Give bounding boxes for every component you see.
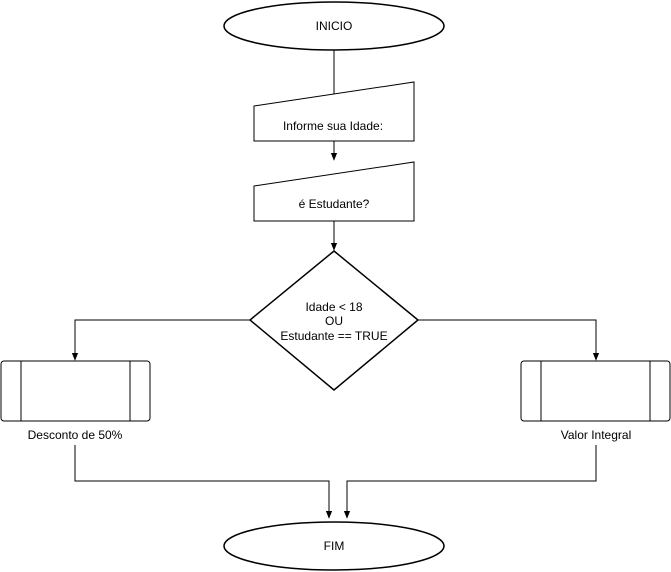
start-terminator[interactable]: INICIO: [223, 1, 445, 51]
process-full-price-label: Valor Integral: [561, 428, 631, 442]
decision-node[interactable]: Idade < 18 OU Estudante == TRUE: [248, 250, 420, 391]
connector-decision-to-left: [71, 319, 250, 361]
decision-line-1: Idade < 18: [305, 300, 362, 314]
input-age-label: Informe sua Idade:: [283, 119, 383, 133]
process-discount-node[interactable]: Desconto de 50%: [0, 360, 151, 442]
process-discount-label: Desconto de 50%: [28, 428, 123, 442]
input-student-label: é Estudante?: [299, 197, 370, 211]
process-full-price-node[interactable]: Valor Integral: [520, 360, 671, 442]
decision-line-2: OU: [325, 314, 343, 328]
connector-right-to-end: [343, 445, 597, 519]
connectors: [71, 50, 600, 519]
connector-left-to-end: [74, 445, 333, 519]
end-label: FIM: [324, 539, 345, 553]
connector-decision-to-right: [418, 319, 600, 361]
decision-line-3: Estudante == TRUE: [280, 329, 387, 343]
input-student-node[interactable]: é Estudante?: [253, 161, 415, 222]
end-terminator[interactable]: FIM: [223, 521, 445, 571]
start-label: INICIO: [316, 19, 353, 33]
input-age-node[interactable]: Informe sua Idade:: [253, 81, 415, 142]
